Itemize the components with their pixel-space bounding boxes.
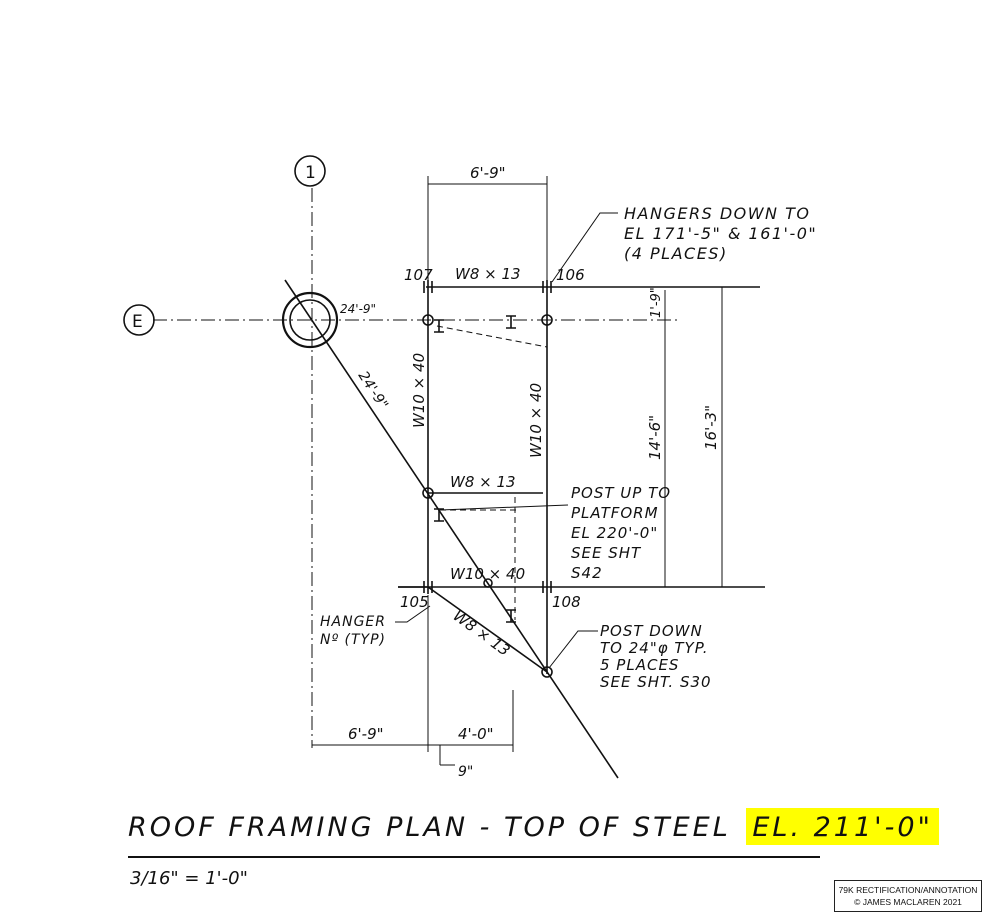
hanger-mark bbox=[506, 315, 516, 329]
member-left-col: W10 × 40 bbox=[410, 353, 428, 428]
dim-bottom-small-label: 9" bbox=[458, 764, 473, 780]
credit-box: 79K RECTIFICATION/ANNOTATION © JAMES MAC… bbox=[834, 880, 982, 912]
round-column bbox=[281, 291, 339, 349]
node-tick bbox=[423, 581, 433, 593]
node-108: 108 bbox=[552, 593, 581, 611]
note-hangers-2: EL 171'-5" & 161'-0" bbox=[624, 224, 817, 243]
node-106: 106 bbox=[556, 266, 585, 284]
grid-bubble-1 bbox=[294, 155, 326, 187]
diag-bottom-beam bbox=[427, 586, 548, 673]
node-tick bbox=[542, 281, 552, 293]
hanger-mark bbox=[434, 508, 444, 522]
credit-line-1: 79K RECTIFICATION/ANNOTATION bbox=[838, 885, 978, 895]
node-107: 107 bbox=[404, 266, 433, 284]
leader-hanger-typ bbox=[395, 605, 431, 623]
title-elevation-highlight: EL. 211'-0" bbox=[746, 808, 939, 845]
note-post-down-2: TO 24"φ TYP. bbox=[600, 639, 708, 657]
title-text: ROOF FRAMING PLAN - TOP OF STEEL bbox=[128, 812, 731, 843]
grid-label-1: 1 bbox=[305, 163, 316, 183]
leader-hangers bbox=[551, 212, 618, 283]
node-tick bbox=[423, 281, 433, 293]
drawing-title: ROOF FRAMING PLAN - TOP OF STEEL EL. 211… bbox=[128, 808, 939, 845]
title-underline bbox=[128, 856, 820, 858]
note-post-up-1: POST UP TO bbox=[571, 484, 671, 502]
note-post-up-2: PLATFORM bbox=[571, 504, 659, 522]
note-post-up-4: SEE SHT bbox=[571, 544, 642, 562]
post-circle bbox=[541, 666, 553, 678]
member-bottom-beam: W10 × 40 bbox=[450, 565, 525, 583]
diag-dashed-1 bbox=[436, 325, 548, 348]
leader-post-up bbox=[439, 504, 569, 511]
note-hanger-typ-1: HANGER bbox=[320, 614, 386, 630]
diagonal-line bbox=[284, 279, 619, 779]
grid-label-e: E bbox=[132, 312, 143, 332]
note-hangers-1: HANGERS DOWN TO bbox=[624, 204, 810, 223]
member-right-col: W10 × 40 bbox=[527, 383, 545, 458]
post-circle bbox=[422, 314, 434, 326]
post-circle bbox=[483, 578, 493, 588]
note-post-down-4: SEE SHT. S30 bbox=[600, 673, 712, 691]
note-post-down-1: POST DOWN bbox=[600, 622, 703, 640]
post-circle bbox=[422, 487, 434, 499]
dim-top-label: 6'-9" bbox=[470, 164, 506, 182]
hanger-mark bbox=[434, 319, 444, 333]
credit-line-2: © JAMES MACLAREN 2021 bbox=[854, 897, 962, 907]
note-post-down-3: 5 PLACES bbox=[600, 656, 679, 674]
node-tick bbox=[542, 581, 552, 593]
hanger-mark bbox=[506, 609, 516, 623]
dim-angle-label: 24'-9" bbox=[340, 302, 376, 316]
member-mid-beam: W8 × 13 bbox=[450, 473, 516, 491]
note-post-up-5: S42 bbox=[571, 564, 603, 582]
diag-length-label: 24'-9" bbox=[355, 368, 391, 412]
leader-post-down bbox=[548, 630, 598, 669]
grid-bubble-e bbox=[123, 304, 155, 336]
note-hanger-typ-2: Nº (TYP) bbox=[320, 632, 386, 648]
round-column-inner bbox=[289, 299, 331, 341]
scale-label: 3/16" = 1'-0" bbox=[130, 868, 248, 889]
member-diag-beam: W8 × 13 bbox=[450, 607, 514, 660]
dim-bottom-mid-label: 4'-0" bbox=[458, 725, 494, 743]
dim-right-mid-label: 14'-6" bbox=[646, 415, 664, 460]
note-post-up-3: EL 220'-0" bbox=[571, 524, 658, 542]
dim-right-small-label: 1'-9" bbox=[649, 287, 664, 318]
node-105: 105 bbox=[400, 593, 429, 611]
member-top-beam: W8 × 13 bbox=[455, 265, 521, 283]
note-hangers-3: (4 PLACES) bbox=[624, 244, 728, 263]
post-circle bbox=[541, 314, 553, 326]
dim-bottom-left-label: 6'-9" bbox=[348, 725, 384, 743]
dim-right-total-label: 16'-3" bbox=[702, 405, 720, 450]
